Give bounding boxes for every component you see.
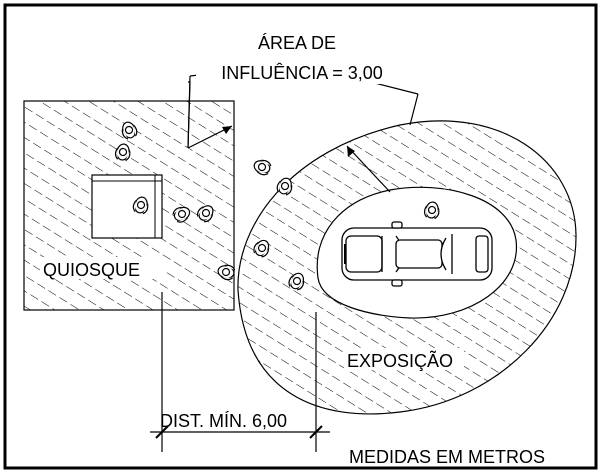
person-icon <box>253 159 272 176</box>
person-icon <box>114 143 131 162</box>
person-icon <box>197 205 214 223</box>
exhibition-label: EXPOSIÇÃO <box>347 350 453 371</box>
person-icon <box>288 272 305 291</box>
person-icon <box>253 239 270 258</box>
person-icon <box>172 206 191 223</box>
units-note: MEDIDAS EM METROS <box>349 447 545 467</box>
drawing-frame <box>3 3 598 470</box>
person-icon <box>121 121 138 140</box>
area-of-influence-title: ÁREA DE <box>258 33 336 53</box>
car-icon <box>341 221 493 287</box>
min-distance-dimension <box>150 292 330 452</box>
person-icon <box>276 177 293 196</box>
kiosk-label: QUIOSQUE <box>43 260 140 280</box>
arrow-icons <box>222 126 355 157</box>
people-figures <box>114 121 440 291</box>
area-of-influence-value: INFLUÊNCIA = 3,00 <box>221 63 383 83</box>
kiosk-counter <box>91 174 163 239</box>
person-icon <box>132 196 149 215</box>
person-icon <box>217 264 236 281</box>
person-icon <box>423 201 440 220</box>
min-distance-label: DIST. MÍN. 6,00 <box>160 411 287 431</box>
